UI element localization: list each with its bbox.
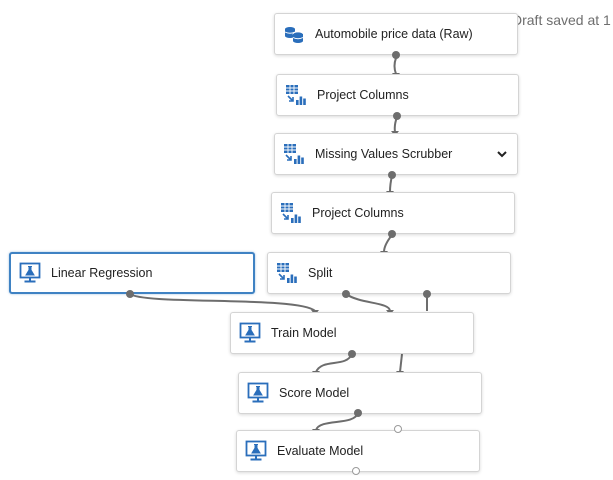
module-label: Project Columns	[317, 88, 409, 102]
output-port-evaluate-model[interactable]	[352, 467, 360, 475]
machine-learning-icon	[247, 382, 269, 404]
data-transform-icon	[276, 262, 298, 284]
output-port-split-right[interactable]	[423, 290, 431, 298]
module-linear-regression[interactable]: Linear Regression	[9, 252, 255, 294]
connector-regression-to-train	[129, 293, 316, 312]
data-transform-icon	[283, 143, 305, 165]
module-score-model[interactable]: Score Model	[238, 372, 482, 414]
output-port-automobile-data[interactable]	[392, 51, 400, 59]
output-port-missing-values[interactable]	[388, 171, 396, 179]
machine-learning-icon	[239, 322, 261, 344]
connector-train-to-score	[315, 353, 353, 373]
output-port-project-columns-1[interactable]	[393, 112, 401, 120]
module-label: Automobile price data (Raw)	[315, 27, 473, 41]
module-label: Score Model	[279, 386, 350, 400]
module-label: Missing Values Scrubber	[315, 147, 453, 161]
machine-learning-icon	[19, 262, 41, 284]
module-label: Train Model	[271, 326, 337, 340]
data-transform-icon	[285, 84, 307, 106]
output-port-linear-regression[interactable]	[126, 290, 134, 298]
module-label: Split	[308, 266, 333, 280]
data-transform-icon	[280, 202, 302, 224]
output-port-train-model[interactable]	[348, 350, 356, 358]
module-train-model[interactable]: Train Model	[230, 312, 474, 354]
module-project-columns-1[interactable]: Project Columns	[276, 74, 519, 116]
connector-data-to-project1	[393, 57, 397, 75]
machine-learning-icon	[245, 440, 267, 462]
module-label: Linear Regression	[51, 266, 153, 280]
module-evaluate-model[interactable]: Evaluate Model	[236, 430, 480, 472]
dataset-icon	[283, 23, 305, 45]
module-project-columns-2[interactable]: Project Columns	[271, 192, 515, 234]
connector-split-to-train	[345, 293, 391, 312]
connector-train-right	[399, 353, 403, 373]
output-port-split-left[interactable]	[342, 290, 350, 298]
chevron-down-icon[interactable]	[495, 147, 509, 161]
module-split[interactable]: Split	[267, 252, 511, 294]
output-port-score-model[interactable]	[354, 409, 362, 417]
draft-saved-status: Draft saved at 1	[512, 12, 611, 28]
output-port-project-columns-2[interactable]	[388, 230, 396, 238]
module-label: Evaluate Model	[277, 444, 364, 458]
input-port-evaluate-right[interactable]	[394, 425, 402, 433]
module-automobile-price-data[interactable]: Automobile price data (Raw)	[274, 13, 518, 55]
module-missing-values-scrubber[interactable]: Missing Values Scrubber	[274, 133, 518, 175]
module-label: Project Columns	[312, 206, 404, 220]
connector-score-to-evaluate	[315, 412, 359, 431]
